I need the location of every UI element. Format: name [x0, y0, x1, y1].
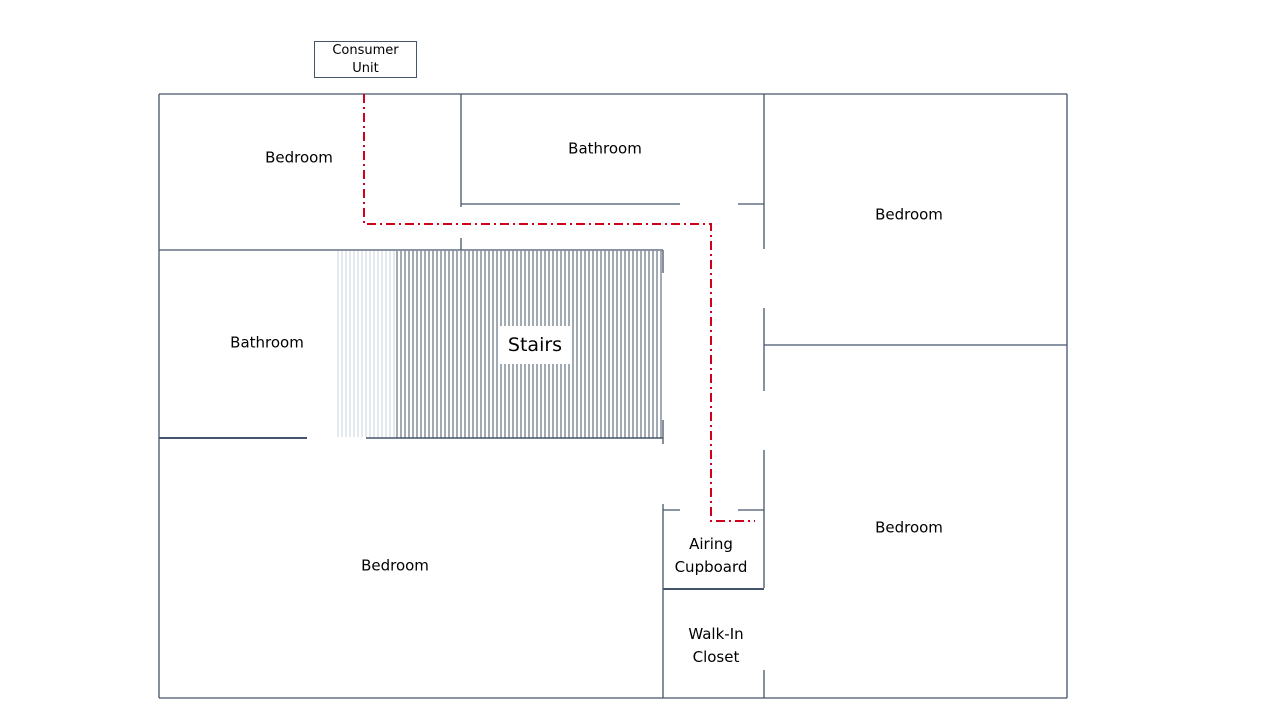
room-label-bedroom-bottom-right: Bedroom [875, 518, 943, 537]
room-label-walk-in-closet: Walk-In Closet [688, 623, 743, 669]
walk-in-closet-line2: Closet [692, 648, 740, 666]
stair-treads-light [337, 251, 395, 437]
walk-in-closet-line1: Walk-In [688, 625, 744, 643]
room-label-airing-cupboard: Airing Cupboard [675, 533, 748, 579]
airing-cupboard-line2: Cupboard [674, 558, 748, 576]
room-label-bedroom-bottom-left: Bedroom [361, 556, 429, 575]
airing-cupboard-line1: Airing [689, 535, 733, 553]
consumer-unit-line1: Consumer [332, 42, 399, 58]
walls [158, 93, 1068, 699]
consumer-unit: Consumer Unit [314, 41, 417, 78]
cable-route [363, 94, 755, 522]
room-label-bedroom-top-left: Bedroom [265, 148, 333, 167]
cable-route-line [363, 94, 755, 522]
room-label-bedroom-top-right: Bedroom [875, 205, 943, 224]
room-label-stairs: Stairs [499, 326, 571, 364]
room-label-bathroom-top: Bathroom [568, 139, 642, 158]
consumer-unit-line2: Unit [352, 60, 379, 76]
room-label-bathroom-left: Bathroom [230, 333, 304, 352]
